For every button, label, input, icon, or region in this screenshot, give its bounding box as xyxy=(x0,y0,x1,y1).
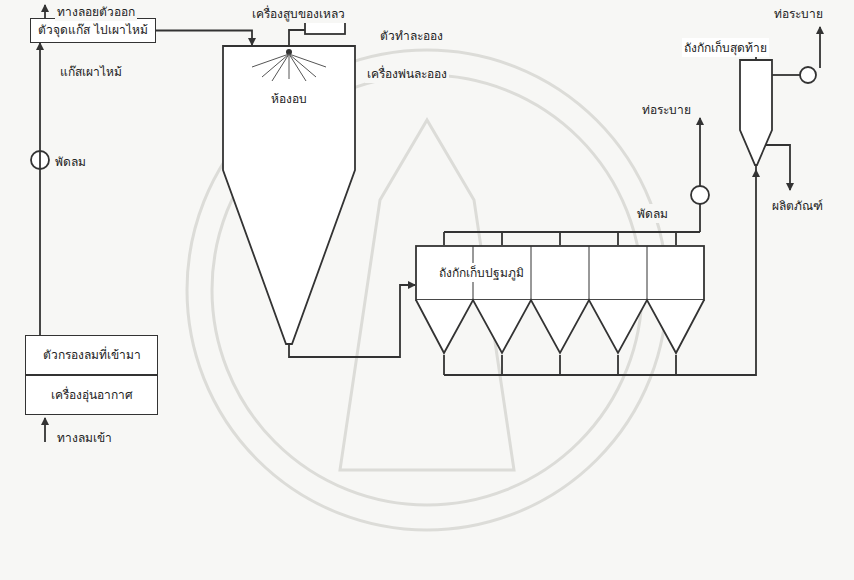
part-label: ทางลอยตัวออก xyxy=(55,2,137,21)
part-label: ท่อระบาย xyxy=(640,100,693,119)
feed-pipe xyxy=(289,30,305,45)
part-label: พัดลม xyxy=(635,204,670,223)
heater-box: เครื่องอุ่นอากาศ xyxy=(25,375,158,415)
exhaust-pipe xyxy=(44,5,46,18)
node-label: ถังกักเก็บสุดท้าย xyxy=(682,38,769,57)
pipe-connector xyxy=(156,31,252,46)
part-label: เครื่องพ่นละออง xyxy=(365,64,449,83)
node-label: เครื่องอุ่นอากาศ xyxy=(51,388,133,403)
part-label: ตัวทำละออง xyxy=(378,26,445,45)
part-label: แก๊สเผาไหม้ xyxy=(58,62,124,81)
drying-chamber: ห้องอบ xyxy=(222,45,356,345)
final-cyclone: ถังกักเก็บสุดท้าย xyxy=(690,40,805,170)
collector-bottom-pipe xyxy=(444,355,676,375)
node-label: ห้องอบ xyxy=(269,89,309,108)
air-inlet-pipe xyxy=(44,418,46,442)
node-label: ถังกักเก็บปฐมภูมิ xyxy=(437,263,526,282)
burner-box: ตัวจุดแก๊ส ไปเผาไหม้ xyxy=(30,18,156,43)
pump-symbol xyxy=(305,22,345,34)
final-exhaust-duct xyxy=(772,27,820,83)
final-cyclone-outline xyxy=(690,40,805,170)
primary-collector: ถังกักเก็บปฐมภูมิ xyxy=(415,245,705,355)
part-label: พัดลม xyxy=(53,152,88,171)
product-outlet xyxy=(764,145,790,190)
node-label: ตัวกรองลมที่เข้ามา xyxy=(43,348,141,363)
part-label: ท่อระบาย xyxy=(772,4,825,23)
part-label: ทางลมเข้า xyxy=(55,428,114,447)
node-label: ตัวจุดแก๊ส ไปเผาไหม้ xyxy=(38,23,148,38)
pipe-connector xyxy=(39,43,41,335)
part-label: เครื่องสูบของเหลว xyxy=(250,4,347,23)
part-label: ผลิตภัณฑ์ xyxy=(770,196,825,215)
primary-collector-outline xyxy=(415,245,705,355)
collector-top-duct xyxy=(444,118,709,245)
filter-box: ตัวกรองลมที่เข้ามา xyxy=(25,335,158,375)
